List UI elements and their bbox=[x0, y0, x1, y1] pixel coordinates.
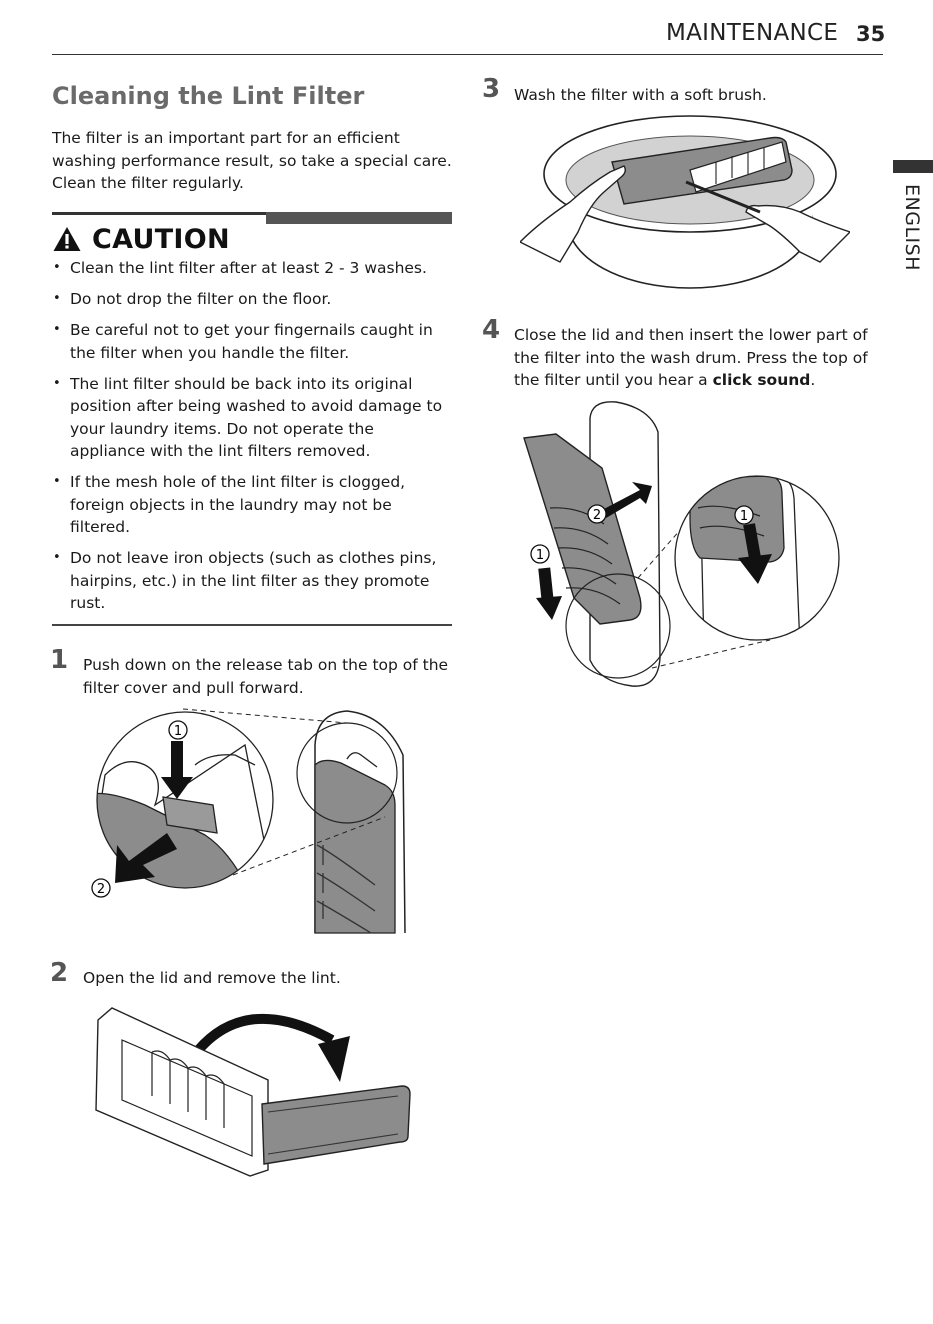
step-4-text: Close the lid and then insert the lower … bbox=[514, 324, 886, 392]
callout-2: 2 bbox=[593, 508, 601, 523]
step-2-illustration bbox=[95, 1007, 411, 1177]
step-4-number: 4 bbox=[482, 315, 501, 345]
step-4-illustration: 2 1 1 bbox=[523, 401, 840, 687]
step-4-click-sound: click sound bbox=[712, 371, 811, 389]
caution-top-rule bbox=[52, 212, 266, 215]
caution-title: CAUTION bbox=[92, 223, 230, 255]
language-tab-label: ENGLISH bbox=[901, 184, 923, 271]
step-1-text: Push down on the release tab on the top … bbox=[83, 656, 449, 697]
caution-item: Do not leave iron objects (such as cloth… bbox=[52, 547, 452, 615]
callout-1: 1 bbox=[174, 724, 182, 739]
step-3-illustration bbox=[520, 115, 850, 289]
caution-heading: CAUTION bbox=[52, 222, 230, 256]
step-1-number: 1 bbox=[50, 645, 69, 675]
callout-1: 1 bbox=[536, 548, 544, 563]
language-tab-marker bbox=[893, 160, 933, 173]
page-number: 35 bbox=[856, 22, 886, 46]
caution-item: Be careful not to get your fingernails c… bbox=[52, 319, 452, 364]
callout-1: 1 bbox=[740, 509, 748, 524]
section-title: Cleaning the Lint Filter bbox=[52, 82, 365, 110]
caution-item: Do not drop the filter on the floor. bbox=[52, 288, 452, 311]
caution-item: Clean the lint filter after at least 2 -… bbox=[52, 257, 452, 280]
caution-top-bar bbox=[266, 212, 452, 224]
page-header-title: MAINTENANCE bbox=[666, 20, 839, 46]
step-1-illustration: 1 2 bbox=[91, 708, 406, 934]
step-2-number: 2 bbox=[50, 958, 69, 988]
caution-item: The lint filter should be back into its … bbox=[52, 373, 452, 463]
language-tab: ENGLISH bbox=[899, 184, 923, 284]
section-intro: The filter is an important part for an e… bbox=[52, 129, 452, 192]
step-4-text-main: Close the lid and then insert the lower … bbox=[514, 326, 868, 389]
header-divider bbox=[52, 54, 883, 55]
callout-2: 2 bbox=[97, 882, 105, 897]
caution-list: Clean the lint filter after at least 2 -… bbox=[52, 257, 452, 623]
step-3-text: Wash the filter with a soft brush. bbox=[514, 86, 767, 104]
step-2-text: Open the lid and remove the lint. bbox=[83, 969, 341, 987]
step-4-text-end: . bbox=[810, 371, 816, 389]
warning-triangle-icon bbox=[53, 227, 81, 251]
caution-item: If the mesh hole of the lint filter is c… bbox=[52, 471, 452, 539]
caution-bottom-rule bbox=[52, 624, 452, 626]
step-3-number: 3 bbox=[482, 74, 501, 104]
